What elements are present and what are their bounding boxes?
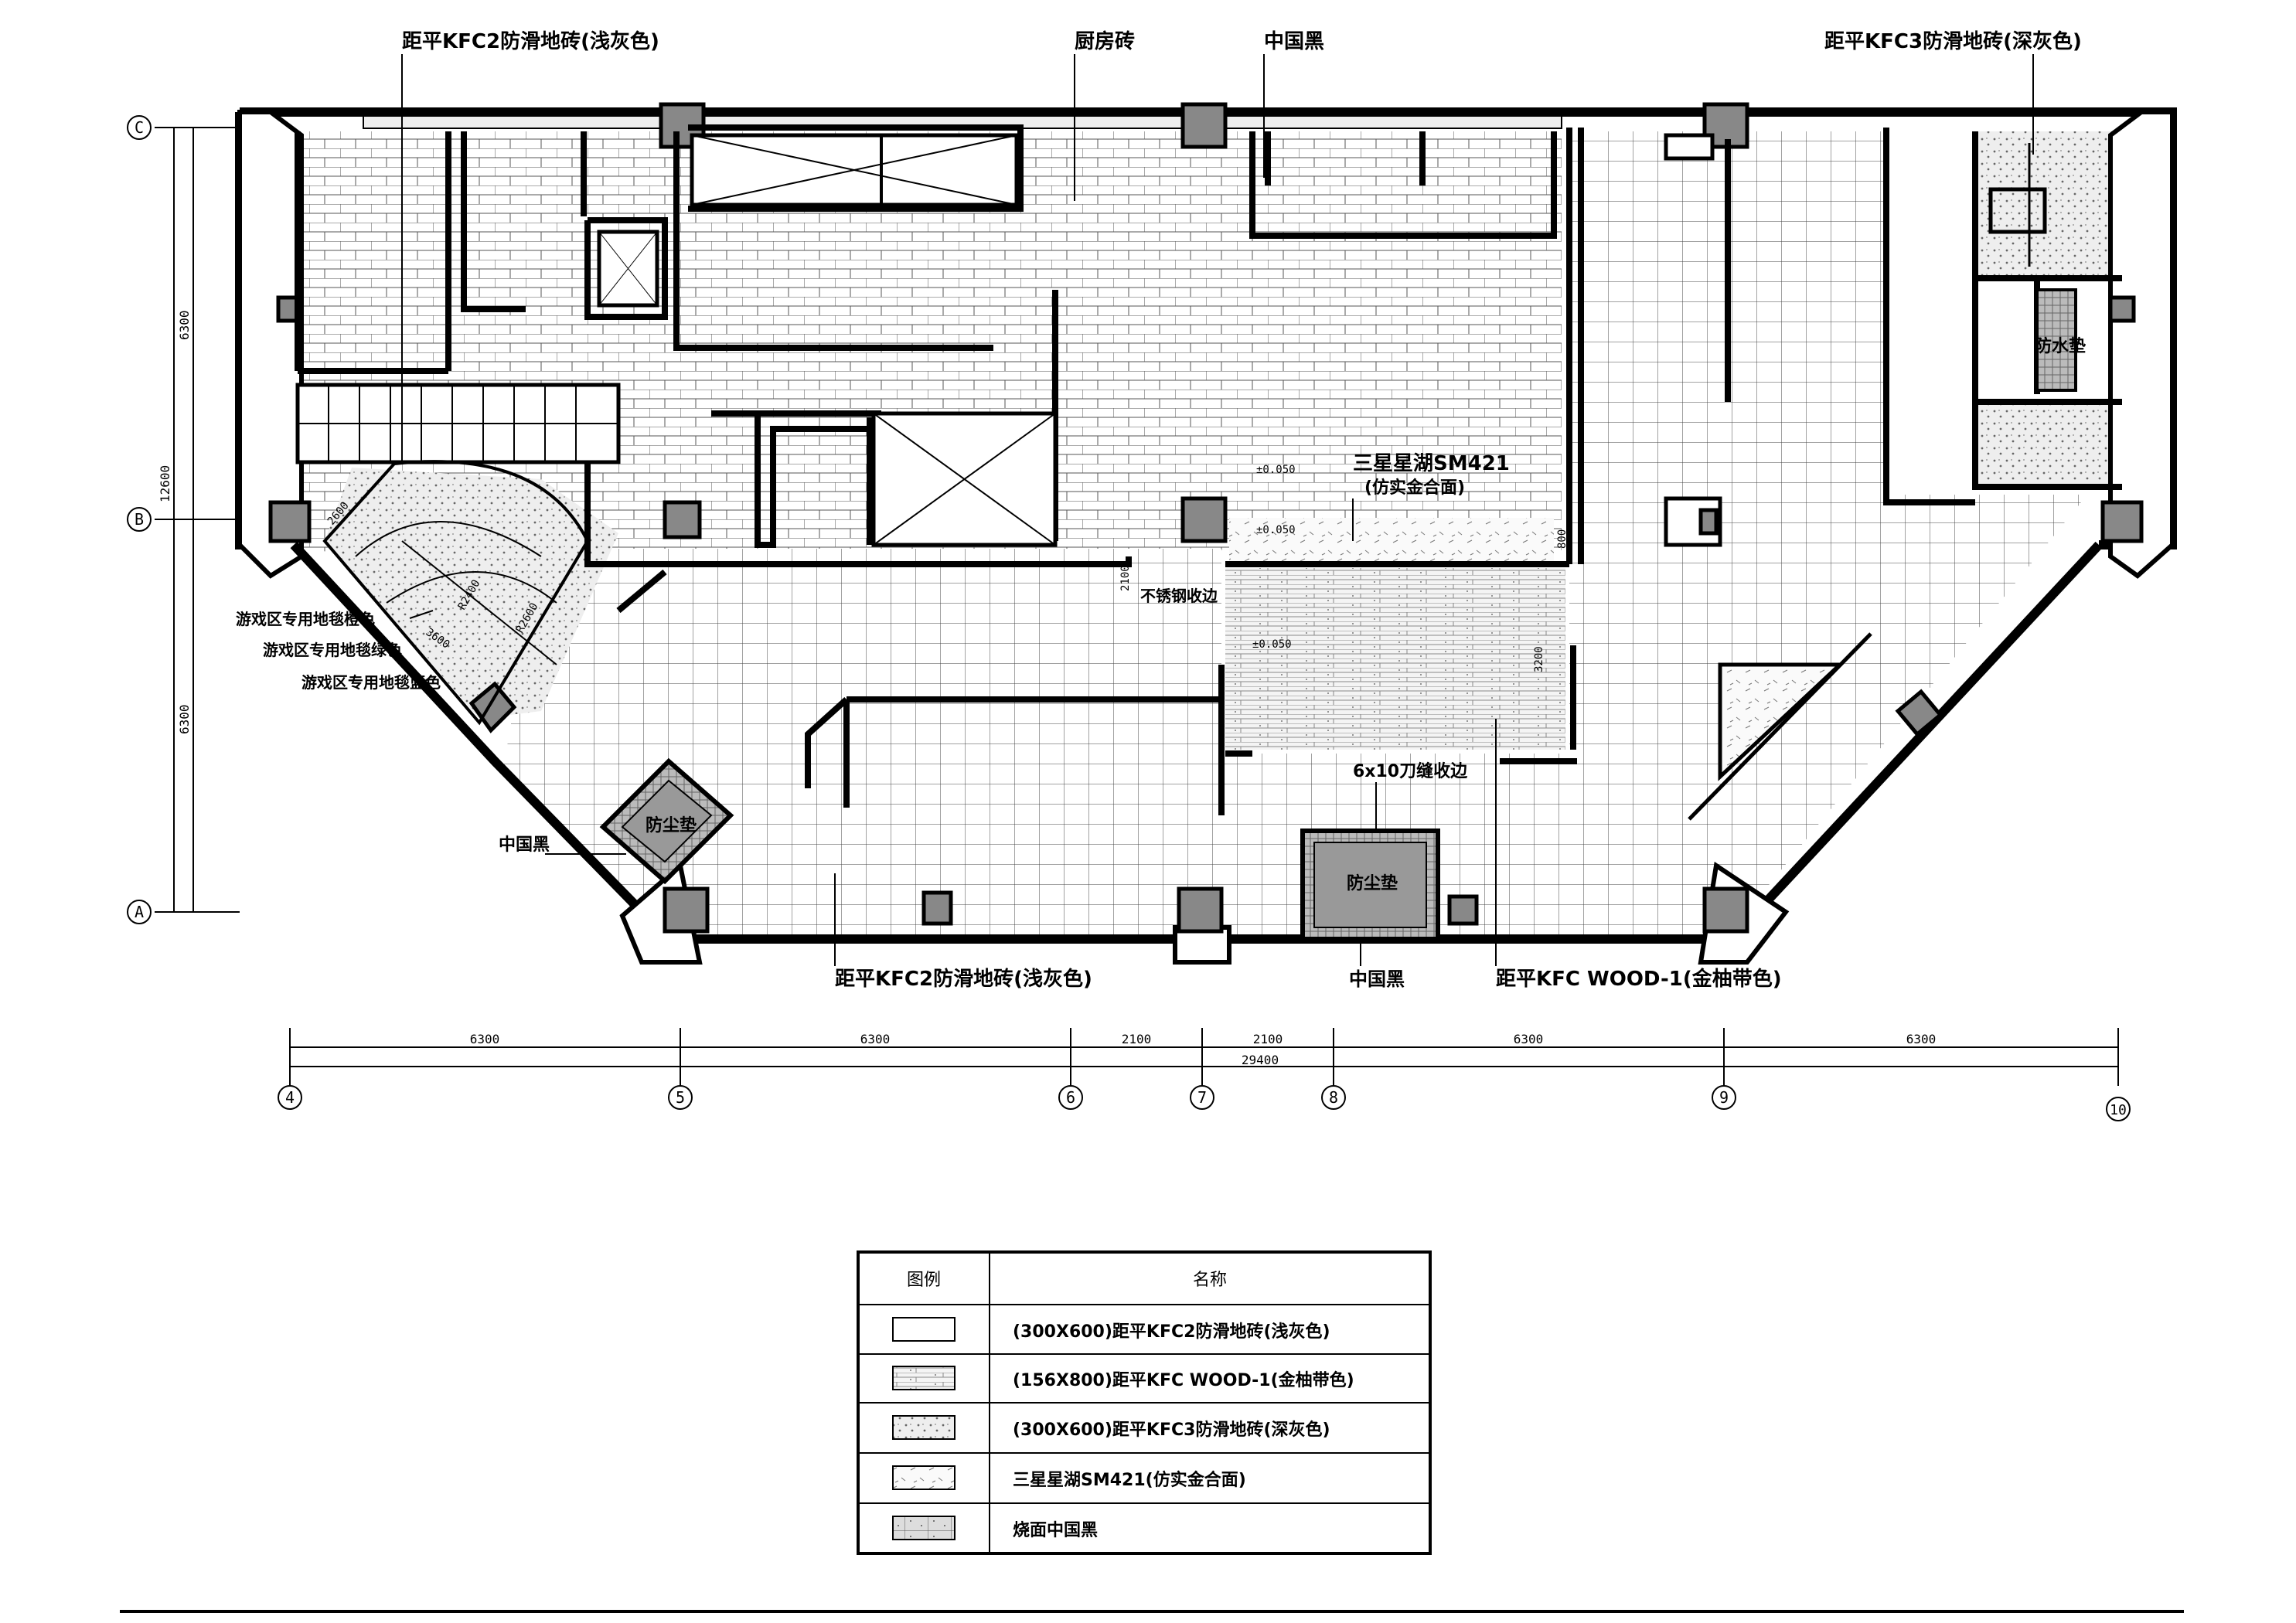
label-steel-edge: 不锈钢收边 bbox=[1140, 587, 1218, 605]
dim-h-6: 6300 bbox=[1906, 1032, 1937, 1046]
legend-row-3: (300X600)距平KFC3防滑地砖(深灰色) bbox=[1013, 1420, 1330, 1440]
label-bottom-wood: 距平KFC WOOD-1(金柚带色) bbox=[1496, 967, 1782, 991]
dim-small-d: 800 bbox=[1556, 529, 1569, 549]
label-seat-brand-sub: (仿实金合面) bbox=[1364, 478, 1465, 498]
dim-v-top: 6300 bbox=[177, 310, 192, 340]
label-top-right-floor: 距平KFC3防滑地砖(深灰色) bbox=[1824, 29, 2082, 53]
annotation-labels: 距平KFC2防滑地砖(浅灰色) 厨房砖 中国黑 距平KFC3防滑地砖(深灰色) … bbox=[236, 29, 2086, 991]
dim-small-c: 3200 bbox=[1533, 646, 1545, 672]
legend-row-5: 烧面中国黑 bbox=[1013, 1521, 1098, 1540]
label-dust-mat-left: 防尘垫 bbox=[646, 815, 697, 835]
legend-header-name: 名称 bbox=[1193, 1271, 1227, 1290]
axis-col-5: 5 bbox=[676, 1088, 685, 1107]
label-seat-brand: 三星星湖SM421 bbox=[1353, 452, 1510, 475]
level-2: ±0.050 bbox=[1256, 524, 1296, 536]
axis-col-9: 9 bbox=[1719, 1088, 1729, 1107]
legend-table: 图例 名称 (300X600)距平KFC2防滑地砖(浅灰色) (156X800)… bbox=[857, 1250, 1432, 1555]
legend-row-4: 三星星湖SM421(仿实金合面) bbox=[1013, 1470, 1246, 1490]
interior-walls bbox=[295, 124, 2122, 815]
legend-swatch-dark-tile bbox=[892, 1415, 956, 1440]
label-play-3: 游戏区专用地毯蓝色 bbox=[301, 673, 441, 692]
legend-swatch-light-tile bbox=[892, 1317, 956, 1342]
label-top-left-floor: 距平KFC2防滑地砖(浅灰色) bbox=[402, 29, 659, 53]
dim-h-2: 6300 bbox=[860, 1032, 891, 1046]
label-knife-edge: 6x10刀缝收边 bbox=[1353, 761, 1468, 781]
horizontal-dim-text: 6300 6300 2100 2100 6300 6300 29400 4 5 … bbox=[285, 1032, 2127, 1118]
axis-col-4: 4 bbox=[285, 1088, 295, 1107]
dim-h-total: 29400 bbox=[1242, 1053, 1279, 1067]
mats bbox=[599, 288, 2077, 941]
axis-col-6: 6 bbox=[1066, 1088, 1075, 1107]
label-dust-mat-bottom: 防尘垫 bbox=[1347, 873, 1398, 893]
legend-swatch-wood bbox=[892, 1366, 956, 1390]
vertical-dimensions bbox=[127, 115, 240, 924]
level-1: ±0.050 bbox=[1256, 464, 1296, 476]
label-bottom-floor: 距平KFC2防滑地砖(浅灰色) bbox=[835, 967, 1092, 991]
dim-h-5: 6300 bbox=[1514, 1032, 1544, 1046]
dim-h-1: 6300 bbox=[470, 1032, 500, 1046]
legend-row-1: (300X600)距平KFC2防滑地砖(浅灰色) bbox=[1013, 1322, 1330, 1342]
dim-v-bottom: 6300 bbox=[177, 704, 192, 734]
dim-h-3: 2100 bbox=[1122, 1032, 1152, 1046]
vertical-dim-text: C B A 6300 12600 6300 bbox=[135, 118, 192, 921]
axis-row-b: B bbox=[135, 510, 144, 529]
label-left-mid: 中国黑 bbox=[499, 835, 550, 855]
dim-small-e: 2100 bbox=[1119, 565, 1132, 591]
level-3: ±0.050 bbox=[1252, 638, 1292, 651]
label-top-mid: 中国黑 bbox=[1264, 30, 1324, 53]
legend-swatch-stone bbox=[892, 1465, 956, 1490]
axis-col-7: 7 bbox=[1197, 1088, 1207, 1107]
play-area bbox=[322, 460, 590, 726]
legend-header-icon: 图例 bbox=[907, 1271, 941, 1290]
staircase bbox=[295, 383, 621, 464]
axis-col-8: 8 bbox=[1329, 1088, 1338, 1107]
label-top-oven: 厨房砖 bbox=[1075, 30, 1135, 53]
label-play-1: 游戏区专用地毯橙色 bbox=[236, 610, 375, 628]
legend-row-2: (156X800)距平KFC WOOD-1(金柚带色) bbox=[1013, 1370, 1354, 1390]
label-bottom-mid: 中国黑 bbox=[1349, 968, 1405, 990]
axis-col-10: 10 bbox=[2110, 1102, 2127, 1118]
horizontal-dimensions bbox=[278, 1028, 2131, 1121]
axis-row-c: C bbox=[135, 118, 144, 137]
fixtures bbox=[1664, 133, 2047, 821]
outer-walls bbox=[235, 107, 2177, 965]
dim-v-total: 12600 bbox=[158, 465, 172, 502]
label-water-mat: 防水垫 bbox=[2035, 336, 2086, 356]
label-play-2: 游戏区专用地毯绿色 bbox=[263, 641, 402, 659]
dim-h-4: 2100 bbox=[1253, 1032, 1283, 1046]
shafts bbox=[597, 133, 1058, 547]
legend-swatch-black bbox=[892, 1516, 956, 1540]
columns bbox=[268, 102, 2144, 934]
axis-row-a: A bbox=[135, 903, 144, 921]
